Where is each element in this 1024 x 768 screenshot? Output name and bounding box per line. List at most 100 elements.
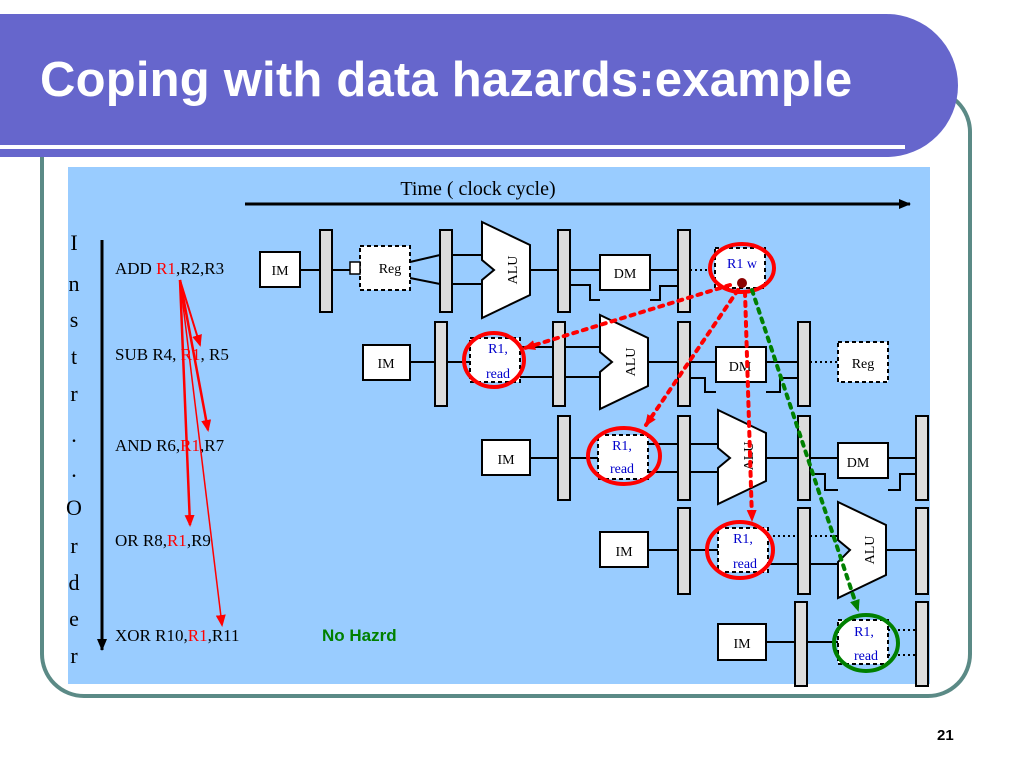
pipeline-register bbox=[319, 229, 333, 313]
page-number: 21 bbox=[937, 727, 954, 744]
dm-stage bbox=[715, 346, 767, 383]
alu-stage-label: ALU bbox=[506, 256, 521, 285]
slide-title: Coping with data hazards:example bbox=[40, 53, 853, 107]
hazard-target-circle bbox=[586, 426, 662, 486]
time-axis-label: Time ( clock cycle) bbox=[400, 178, 555, 200]
dm-stage bbox=[599, 254, 651, 291]
r1-write-label: R1 w bbox=[727, 257, 758, 272]
pipeline-register bbox=[797, 507, 811, 595]
r1-read-label: read bbox=[486, 367, 510, 382]
hazard-arrows bbox=[523, 283, 860, 612]
pipeline-row-sub: IM R1, read ALU DM Reg bbox=[362, 313, 889, 411]
pipeline-register bbox=[677, 321, 691, 407]
title-banner bbox=[0, 14, 958, 157]
dependency-arrow-or bbox=[178, 279, 195, 527]
pipeline-register bbox=[677, 229, 691, 313]
instruction-add: ADD R1,R2,R3 bbox=[115, 259, 224, 278]
r1-read-label: read bbox=[733, 557, 757, 572]
pipeline-register bbox=[439, 229, 453, 313]
r1-read-label: read bbox=[854, 649, 878, 664]
alu-stage bbox=[837, 500, 887, 600]
im-stage bbox=[259, 251, 301, 288]
instruction-xor: XOR R10,R1,R11 bbox=[115, 626, 240, 645]
pipeline-row-add: IM Reg ALU DM R1 w bbox=[259, 220, 776, 320]
reg-stage-label: Reg bbox=[379, 262, 402, 277]
reg-stage bbox=[359, 245, 411, 291]
alu-stage bbox=[599, 313, 649, 411]
order-letter: e bbox=[69, 606, 79, 631]
dependency-arrow-sub bbox=[179, 279, 202, 347]
banner-underline bbox=[0, 145, 905, 149]
pipeline-row-and: IM R1, read ALU DM bbox=[481, 408, 929, 506]
order-letter: r bbox=[70, 533, 78, 558]
dependency-arrows bbox=[178, 279, 226, 627]
reg-read-stage bbox=[717, 527, 769, 573]
hazard-source-circle bbox=[708, 242, 776, 294]
reg-read-stage bbox=[837, 619, 889, 665]
pipeline-register bbox=[915, 601, 929, 687]
order-letter: t bbox=[71, 344, 77, 369]
im-stage bbox=[362, 344, 411, 381]
pipeline-register bbox=[794, 601, 808, 687]
reg-stage-label: Reg bbox=[852, 357, 875, 372]
order-letter: n bbox=[69, 271, 80, 296]
pipeline-row-or: IM R1, read ALU bbox=[599, 500, 929, 600]
dm-stage-label: DM bbox=[847, 456, 870, 471]
alu-stage-label: ALU bbox=[624, 348, 639, 377]
pipeline-register bbox=[677, 415, 691, 501]
no-hazard-circle bbox=[832, 613, 900, 673]
im-stage bbox=[599, 531, 649, 568]
im-stage-label: IM bbox=[497, 453, 515, 468]
alu-stage bbox=[717, 408, 767, 506]
r1-read-label: read bbox=[610, 462, 634, 477]
hazard-target-circle bbox=[462, 331, 526, 389]
im-stage-label: IM bbox=[733, 637, 751, 652]
pipeline-register bbox=[797, 321, 811, 407]
pipeline-register bbox=[557, 415, 571, 501]
no-hazard-label: No Hazrd bbox=[322, 626, 397, 645]
dependency-arrow-and bbox=[178, 279, 212, 432]
order-letter: I bbox=[70, 230, 77, 255]
instruction-and: AND R6,R1,R7 bbox=[115, 436, 225, 455]
pipeline-register bbox=[797, 415, 811, 501]
r1-read-label: R1, bbox=[612, 439, 632, 454]
im-stage bbox=[717, 623, 767, 661]
order-letter: . bbox=[71, 457, 77, 482]
reg-read-stage bbox=[469, 337, 521, 383]
pipeline-register bbox=[552, 321, 566, 407]
hazard-arrow-or bbox=[743, 290, 757, 522]
forward-source-dot bbox=[737, 278, 747, 288]
instruction-or: OR R8,R1,R9 bbox=[115, 531, 211, 550]
pipeline-register bbox=[677, 507, 691, 595]
no-hazard-arrow-xor bbox=[750, 288, 860, 612]
hazard-arrow-sub bbox=[523, 283, 732, 350]
im-stage-label: IM bbox=[377, 357, 395, 372]
reg-stage bbox=[837, 341, 889, 383]
order-letter: d bbox=[69, 570, 80, 595]
pipeline-register bbox=[915, 507, 929, 595]
order-letter: r bbox=[70, 381, 78, 406]
dependency-arrow-xor bbox=[179, 279, 226, 627]
instruction-list: ADD R1,R2,R3 SUB R4, R1, R5 AND R6,R1,R7… bbox=[115, 259, 240, 645]
dm-stage bbox=[837, 442, 889, 479]
order-letter: s bbox=[70, 307, 79, 332]
alu-stage-label: ALU bbox=[863, 536, 878, 565]
r1-read-label: R1, bbox=[733, 532, 753, 547]
im-stage-label: IM bbox=[271, 264, 289, 279]
r1-read-label: R1, bbox=[488, 342, 508, 357]
hazard-arrow-and bbox=[644, 288, 740, 427]
order-letter: . bbox=[71, 422, 77, 447]
pipeline-register bbox=[915, 415, 929, 501]
hazard-target-circle bbox=[705, 520, 775, 580]
pipeline-register bbox=[434, 321, 448, 407]
pipeline-row-xor: IM R1, read bbox=[717, 601, 929, 687]
order-axis-label: I n s t r . . O r d e r bbox=[66, 230, 82, 668]
im-stage bbox=[481, 439, 531, 476]
dm-stage-label: DM bbox=[614, 267, 637, 282]
instruction-sub: SUB R4, R1, R5 bbox=[115, 345, 229, 364]
r1-read-label: R1, bbox=[854, 625, 874, 640]
order-letter: O bbox=[66, 495, 82, 520]
order-letter: r bbox=[70, 643, 78, 668]
reg-read-stage bbox=[597, 434, 649, 480]
